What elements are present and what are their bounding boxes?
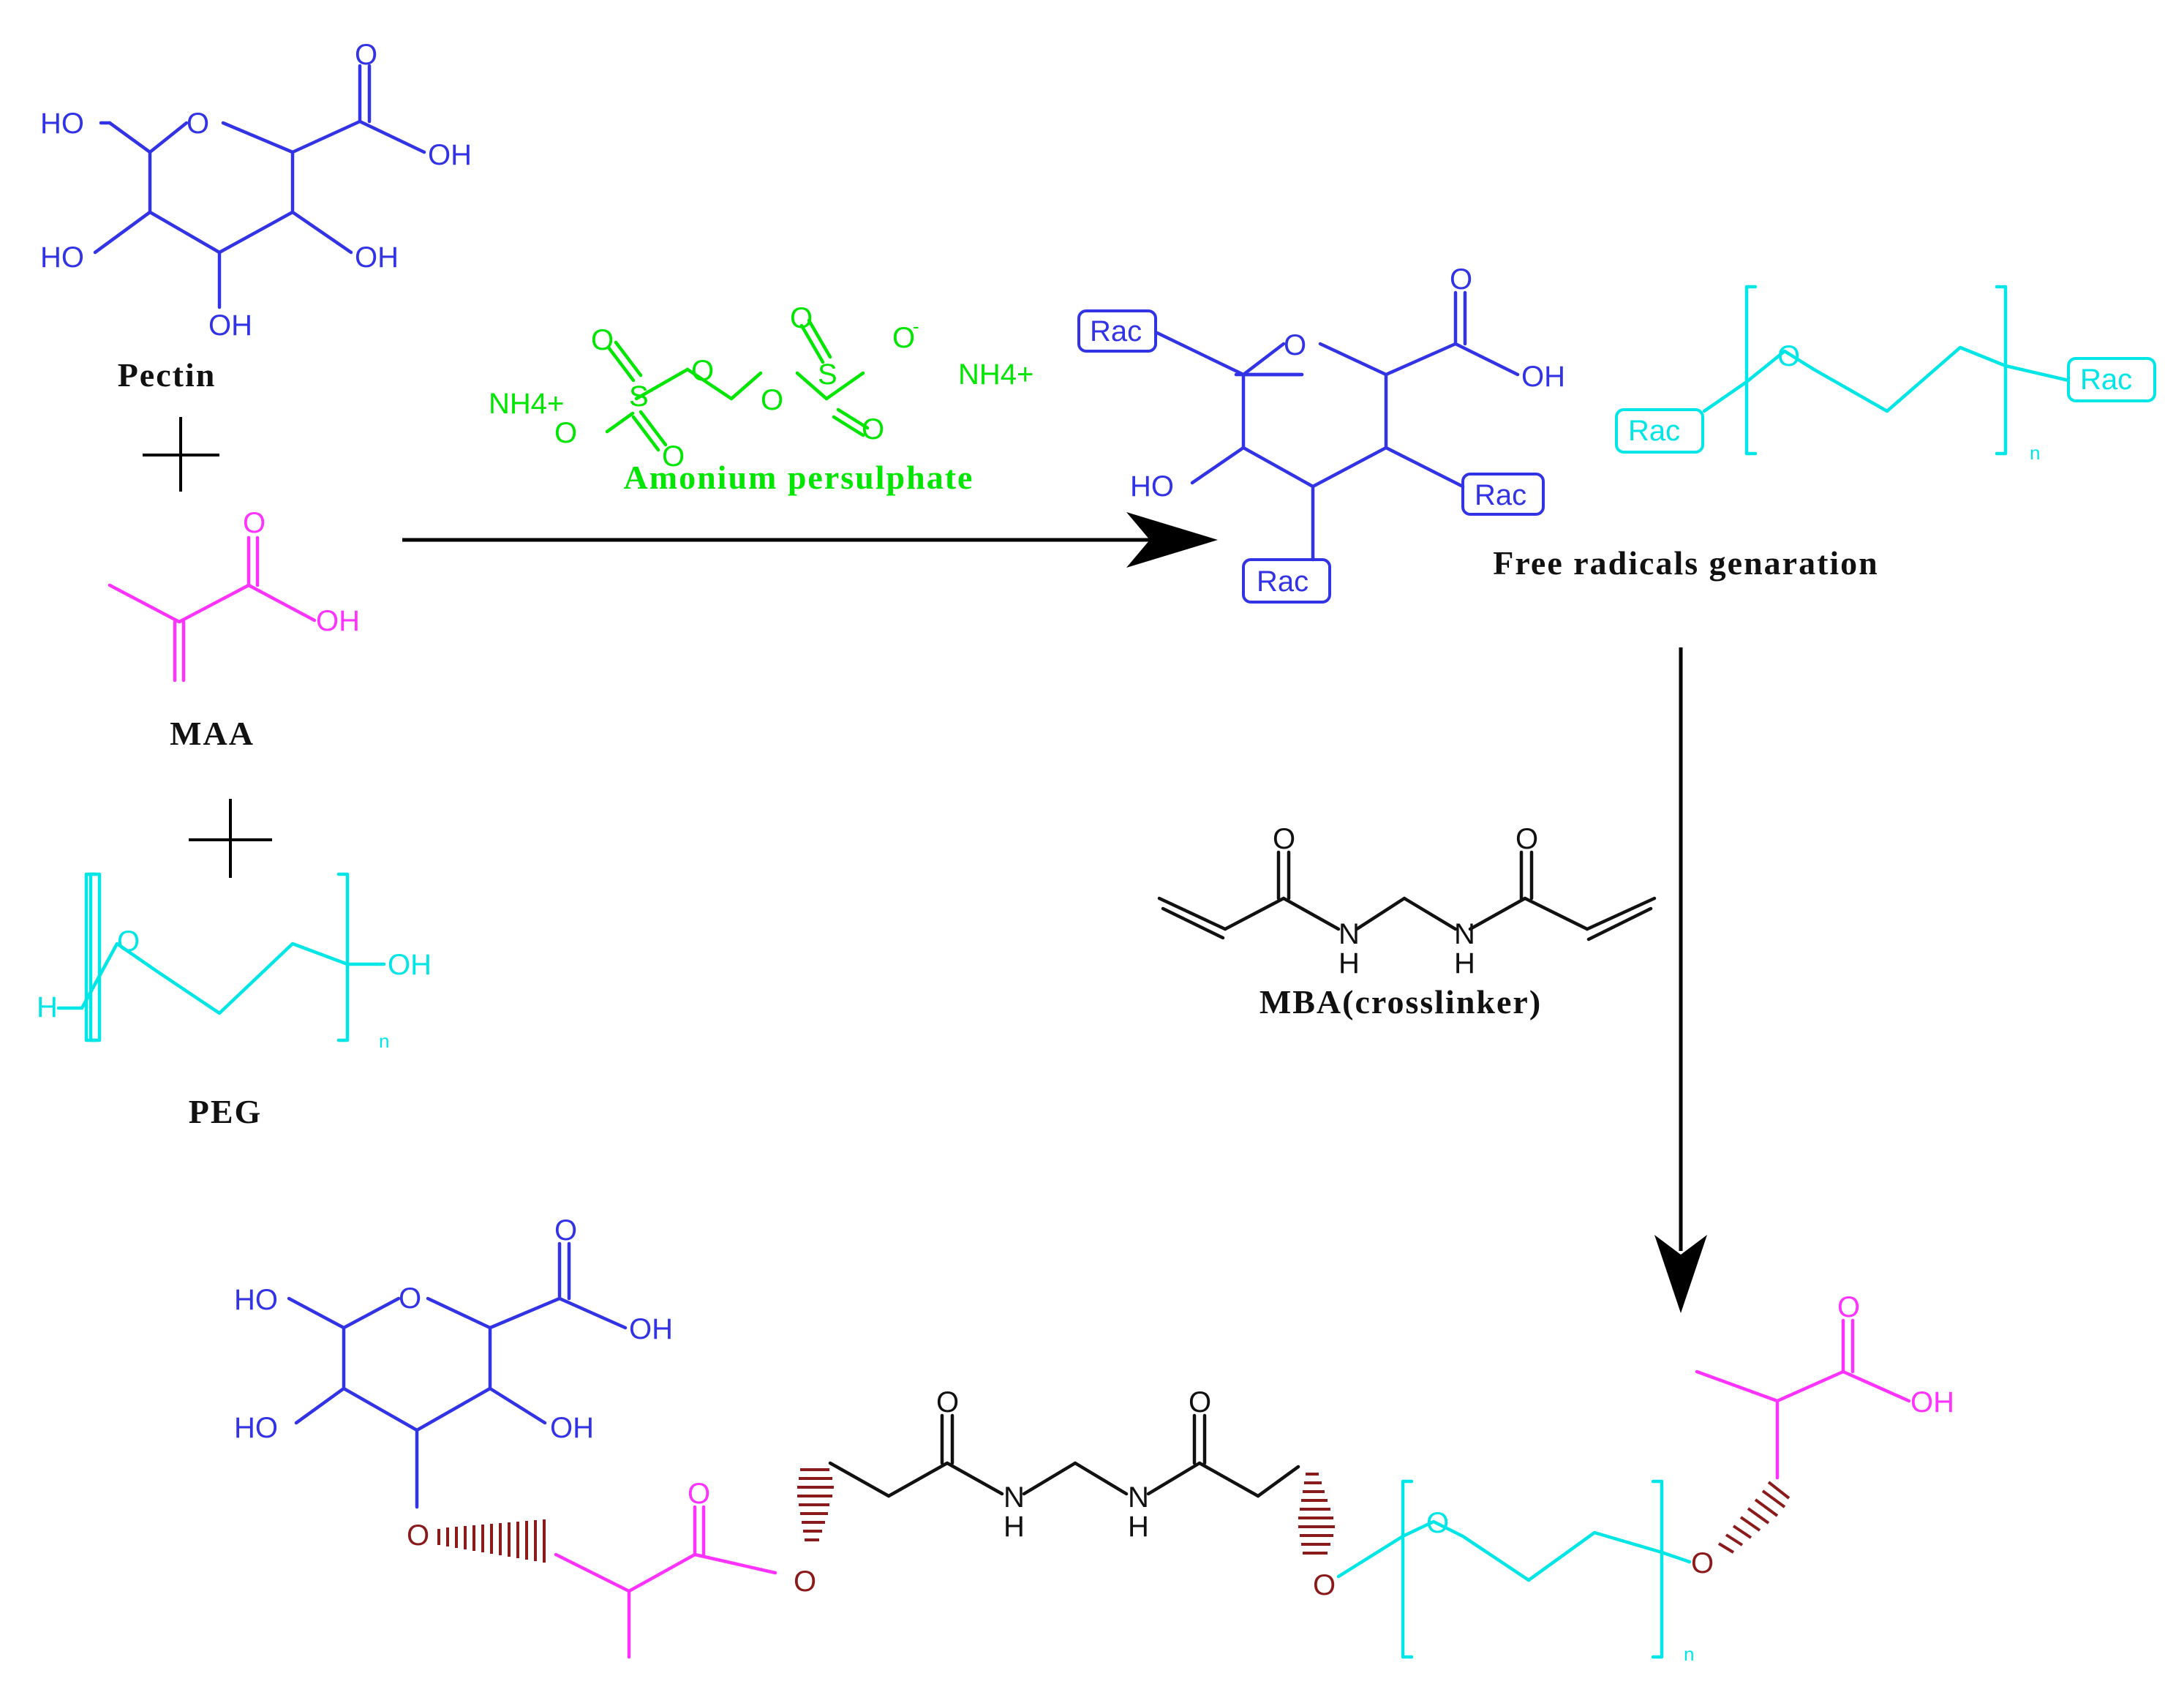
reaction-arrow <box>402 512 1218 568</box>
product-maa-acid-hydroxyl: OH <box>1910 1386 1954 1418</box>
pectin-hydroxyl-left-mid: HO <box>40 241 84 274</box>
aps-oxo-3: O <box>790 302 813 334</box>
product-amide-h-1: H <box>1003 1511 1025 1543</box>
peg-end-hydroxyl: OH <box>388 949 432 981</box>
product-peg-oxygen: O <box>1426 1507 1449 1539</box>
free-radicals-caption: Free radicals genaration <box>1493 544 1879 582</box>
product-link-oxygen-3: O <box>1313 1569 1336 1601</box>
pectin-carbonyl-oxygen: O <box>355 39 377 71</box>
product-peg-subscript: n <box>1684 1643 1694 1665</box>
aps-bridge-oxygen-2: O <box>761 384 783 416</box>
crosslinking-arrow <box>1654 647 1707 1313</box>
product-maa-carbonyl-oxygen-left: O <box>688 1478 710 1510</box>
product-link-oxygen-2: O <box>794 1566 816 1598</box>
rad-pectin-ring-oxygen: O <box>1284 329 1306 361</box>
radical-box-4 <box>1615 408 1704 454</box>
product-carbonyl-oxygen: O <box>554 1214 577 1247</box>
rad-pectin-hydroxyl: HO <box>1130 470 1174 503</box>
aps-sulfur-2: S <box>818 358 837 391</box>
mba-amide-h-2: H <box>1454 947 1475 980</box>
peg-end-h: H <box>37 991 58 1023</box>
radical-label-5: Rac <box>2080 364 2132 396</box>
rad-pectin-acid-hydroxyl: OH <box>1521 361 1565 393</box>
product-acid-hydroxyl: OH <box>629 1313 673 1345</box>
product-hydroxyl-left-top: HO <box>234 1284 278 1316</box>
aps-cation-right: NH4+ <box>958 358 1033 391</box>
product-mba-carbonyl-oxygen-2: O <box>1189 1386 1211 1418</box>
maa-carbonyl-oxygen: O <box>243 507 266 539</box>
maa-acid-hydroxyl: OH <box>316 605 360 637</box>
mba-carbonyl-oxygen-2: O <box>1515 823 1538 855</box>
mba-carbonyl-oxygen-1: O <box>1273 823 1295 855</box>
mba-amide-n-1: N <box>1338 918 1360 950</box>
aps-anion-right-charge: - <box>913 315 919 337</box>
maa-structure: O OH MAA <box>108 507 360 752</box>
radical-label-4: Rac <box>1628 415 1680 447</box>
mba-amide-n-2: N <box>1454 918 1475 950</box>
radical-label-2: Rac <box>1475 479 1526 511</box>
product-ring-oxygen: O <box>399 1282 421 1315</box>
pectin-hydroxyl-bottom: OH <box>208 309 252 342</box>
rad-pectin-carbonyl-oxygen: O <box>1450 263 1472 296</box>
mba-amide-h-1: H <box>1338 947 1360 980</box>
product-maa-carbonyl-oxygen-right: O <box>1837 1291 1860 1323</box>
aps-oxo-2: O <box>662 440 685 473</box>
peg-caption: PEG <box>189 1093 263 1130</box>
product-amide-n-1: N <box>1003 1481 1025 1514</box>
product-hydroxyl-right-mid: OH <box>550 1412 594 1444</box>
pectin-acid-hydroxyl: OH <box>428 139 472 171</box>
product-mba-carbonyl-oxygen-1: O <box>936 1386 959 1418</box>
peg-structure: H O OH n PEG <box>37 872 432 1130</box>
aps-sulfur-1: S <box>629 380 649 413</box>
product-amide-h-2: H <box>1128 1511 1149 1543</box>
peg-ether-oxygen: O <box>117 925 140 958</box>
product-amide-n-2: N <box>1128 1481 1149 1514</box>
product-link-oxygen-4: O <box>1691 1547 1714 1579</box>
radical-label-1: Rac <box>1090 315 1142 347</box>
radical-peg-structure: O n Rac Rac <box>1615 285 2156 464</box>
product-hydroxyl-left-mid: HO <box>234 1412 278 1444</box>
pectin-hydroxyl-right-mid: OH <box>355 241 399 274</box>
plus-sign-2 <box>189 799 272 878</box>
radical-box-2 <box>1461 473 1545 516</box>
pectin-caption: Pectin <box>118 356 216 394</box>
radical-box-5 <box>2067 357 2156 402</box>
radical-pectin-structure: O O OH HO Rac Rac Rac <box>1077 263 1565 604</box>
aps-caption: Amonium persulphate <box>624 459 974 496</box>
radical-box-3 <box>1242 558 1331 604</box>
pectin-hydroxyl-left-top: HO <box>40 108 84 140</box>
product-link-oxygen-1: O <box>407 1519 429 1552</box>
pectin-ring-oxygen: O <box>187 108 209 140</box>
ammonium-persulfate-structure: S S O O O O O O O - O NH4+ NH4+ Amonium … <box>489 302 1033 496</box>
aps-anion-left: O <box>554 417 577 449</box>
plus-sign-1 <box>143 417 219 492</box>
mba-caption: MBA(crosslinker) <box>1259 983 1542 1021</box>
aps-bridge-oxygen-1: O <box>691 355 714 387</box>
rad-peg-oxygen: O <box>1777 340 1800 372</box>
radical-label-3: Rac <box>1257 565 1308 598</box>
aps-oxo-1: O <box>591 324 614 356</box>
maa-caption: MAA <box>170 715 255 752</box>
mba-structure: O O N H N H MBA(crosslinker) <box>1157 823 1657 1021</box>
hydrogel-product-structure: O HO O OH HO OH O <box>234 1214 1954 1665</box>
rad-peg-subscript: n <box>2030 442 2040 464</box>
radical-box-1 <box>1077 309 1157 353</box>
aps-anion-right: O <box>892 322 915 354</box>
aps-cation-left: NH4+ <box>489 388 564 420</box>
pectin-structure: O HO O OH HO OH OH Pectin <box>40 39 472 394</box>
aps-oxo-4: O <box>862 413 884 446</box>
peg-subscript: n <box>379 1030 389 1052</box>
